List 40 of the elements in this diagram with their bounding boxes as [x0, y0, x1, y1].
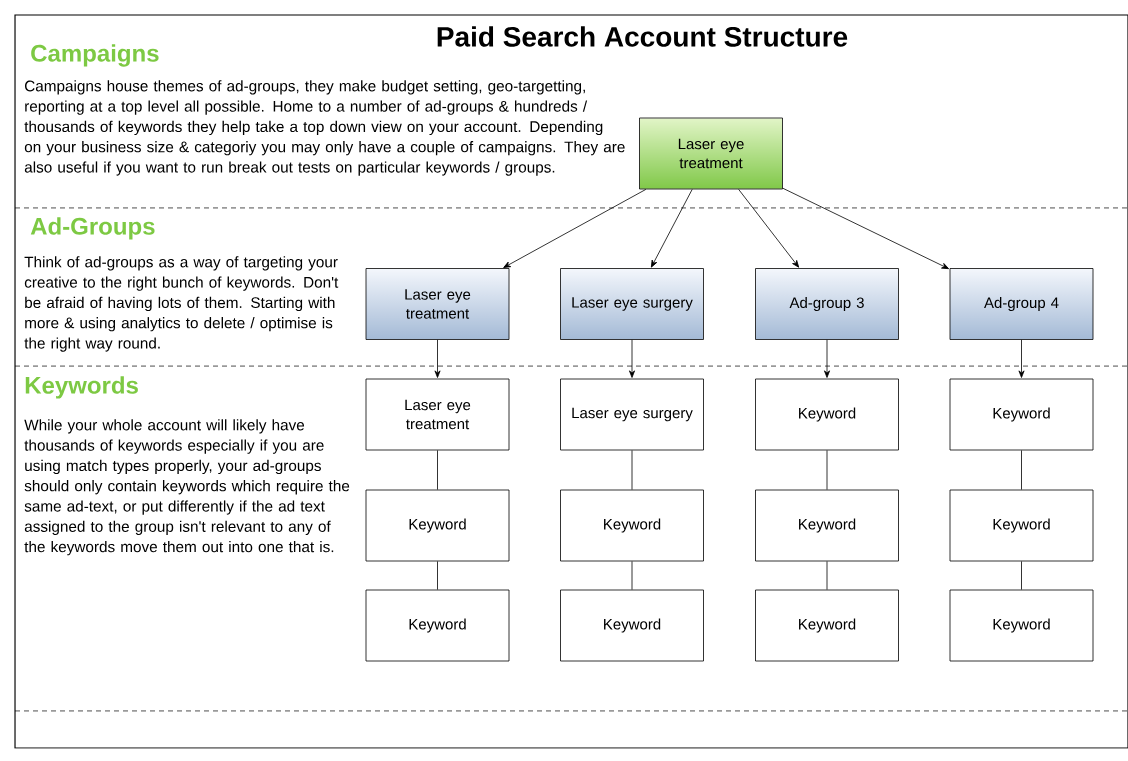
connector-line — [1021, 450, 1022, 490]
connector-line — [631, 561, 633, 590]
keyword-box: Keyword — [560, 589, 704, 662]
section-heading: Keywords — [25, 376, 138, 399]
keyword-box: Keyword — [365, 589, 510, 662]
connector-line — [826, 450, 828, 490]
arrow — [782, 187, 949, 270]
description-text: While your whole account will likely have thousands of keywords especially if you are using match types properly, your ad-groups should only contain keywords which require the same ad-text, or put differently if the ad text assigned to the group isn't relevant to any of the keywords move them out into one that is. — [24, 419, 350, 556]
keyword-box: Keyword — [755, 378, 899, 451]
keyword-box: Keyword — [755, 589, 899, 662]
arrow — [824, 339, 830, 378]
ad-group-box: Ad-group 3 — [755, 268, 899, 340]
ad-group-box: Laser eye treatment — [365, 268, 510, 340]
keyword-box: Laser eye treatment — [365, 378, 510, 451]
arrow — [503, 189, 647, 268]
keyword-box: Keyword — [949, 589, 1094, 662]
arrow — [434, 339, 441, 378]
arrow — [738, 189, 800, 268]
description-text: Think of ad-groups as a way of targeting your creative to the right bunch of keywords. Don't be afraid of having lots of them. Starting with more & using analytics to delete / optimise is the right way round. — [24, 256, 339, 352]
arrow — [1018, 339, 1025, 378]
arrow — [629, 339, 635, 378]
arrow — [650, 189, 693, 268]
campaign-box: Laser eye treatment — [639, 117, 783, 190]
keyword-box: Keyword — [560, 489, 704, 562]
description-text: Campaigns house themes of ad-groups, they make budget setting, geo-targetting, reporting at a top level all possible. Home to a number of ad-groups & hundreds / thousands of keywords they help take a top down view on your account. Depending on your business size & categoriy you may only have a couple of campaigns. They are also useful if you want to run break out tests on particular keywords / groups. — [24, 80, 625, 176]
connector-line — [437, 561, 438, 590]
keyword-box: Keyword — [949, 378, 1094, 451]
keyword-box: Keyword — [755, 489, 899, 562]
connector-line — [437, 450, 438, 490]
section-heading: Campaigns — [31, 44, 159, 67]
connector-line — [826, 561, 828, 590]
keyword-box: Laser eye surgery — [560, 378, 704, 451]
connector-line — [1021, 561, 1022, 590]
keyword-box: Keyword — [949, 489, 1094, 562]
keyword-box: Keyword — [365, 489, 510, 562]
title: Paid Search Account Structure — [437, 26, 848, 47]
section-heading: Ad-Groups — [30, 217, 155, 240]
ad-group-box: Ad-group 4 — [949, 268, 1094, 340]
connector-line — [631, 450, 633, 490]
ad-group-box: Laser eye surgery — [560, 268, 704, 340]
